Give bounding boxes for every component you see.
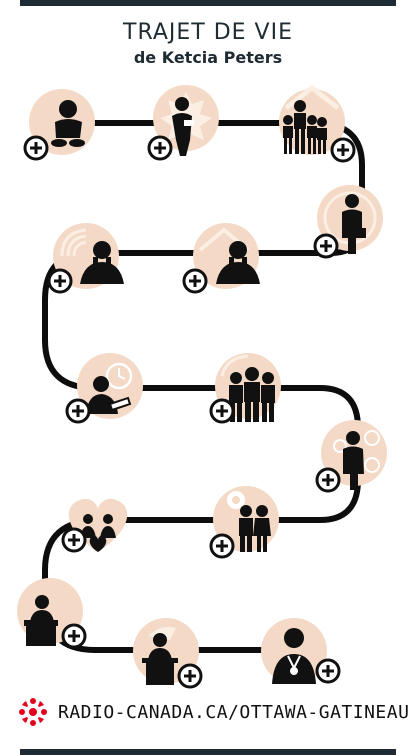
stop-baby-plus-button[interactable]: [23, 135, 49, 161]
footer: RADIO-CANADA.CA/OTTAWA-GATINEAU: [18, 692, 409, 732]
woman-standing-icon: [342, 194, 366, 254]
clock-icon: [105, 362, 133, 390]
stop-woman-writing-clock: [65, 353, 143, 424]
dollar-coins-icon: [333, 430, 380, 473]
stop-woman-money: [315, 420, 387, 493]
woman-money-icon: [343, 431, 364, 490]
stop-woman-podium-plus-button[interactable]: [177, 663, 203, 689]
stop-woman-thinking-house: [182, 223, 260, 294]
stop-maple-woman: [147, 85, 219, 161]
stop-couple-gears: [209, 486, 279, 559]
woman-podium-icon: [142, 633, 178, 685]
stop-group-three-plus-button[interactable]: [209, 398, 235, 424]
stop-woman-money-plus-button[interactable]: [315, 467, 341, 493]
stop-group-three: [209, 353, 281, 424]
stop-family: [279, 84, 356, 163]
baby-icon: [51, 100, 85, 147]
stop-woman-thinking-wifi-plus-button[interactable]: [47, 268, 73, 294]
stop-woman-thinking-house-plus-button[interactable]: [182, 268, 208, 294]
page-subtitle: de Ketcia Peters: [133, 48, 283, 67]
stop-woman-desk: [17, 578, 87, 649]
couple-gears-icon: [239, 505, 271, 552]
stop-maple-woman-plus-button[interactable]: [147, 135, 173, 161]
heart-family-icon: [80, 514, 116, 552]
woman-desk-icon: [24, 595, 58, 646]
stop-woman-writing-clock-plus-button[interactable]: [65, 398, 91, 424]
stop-woman-desk-plus-button[interactable]: [61, 623, 87, 649]
bottom-rule: [20, 749, 396, 755]
woman-medal-icon: [272, 628, 316, 684]
stop-woman-medal: [261, 618, 341, 684]
stop-woman-standing-plus-button[interactable]: [313, 233, 339, 259]
stop-couple-gears-plus-button[interactable]: [209, 533, 235, 559]
woman-maple-leaf-icon: [172, 97, 194, 156]
stop-baby: [23, 89, 95, 161]
stop-woman-medal-plus-button[interactable]: [315, 658, 341, 684]
stop-woman-standing: [313, 185, 383, 259]
stop-family-plus-button[interactable]: [330, 137, 356, 163]
family-icon: [283, 100, 327, 154]
top-rule: [20, 0, 396, 6]
gear-icon: [227, 491, 245, 509]
woman-thinking-icon: [80, 241, 124, 284]
stop-heart-family-plus-button[interactable]: [61, 527, 87, 553]
radio-canada-logo-icon: [19, 698, 47, 726]
stop-woman-thinking-wifi: [47, 223, 124, 294]
woman-thinking-house-icon: [216, 241, 260, 284]
page-title: TRAJET DE VIE: [123, 20, 293, 45]
woman-writing-clock-icon: [86, 376, 132, 414]
stop-heart-family: [61, 498, 128, 553]
footer-url-link[interactable]: RADIO-CANADA.CA/OTTAWA-GATINEAU: [58, 701, 410, 723]
stop-woman-podium: [133, 618, 203, 689]
